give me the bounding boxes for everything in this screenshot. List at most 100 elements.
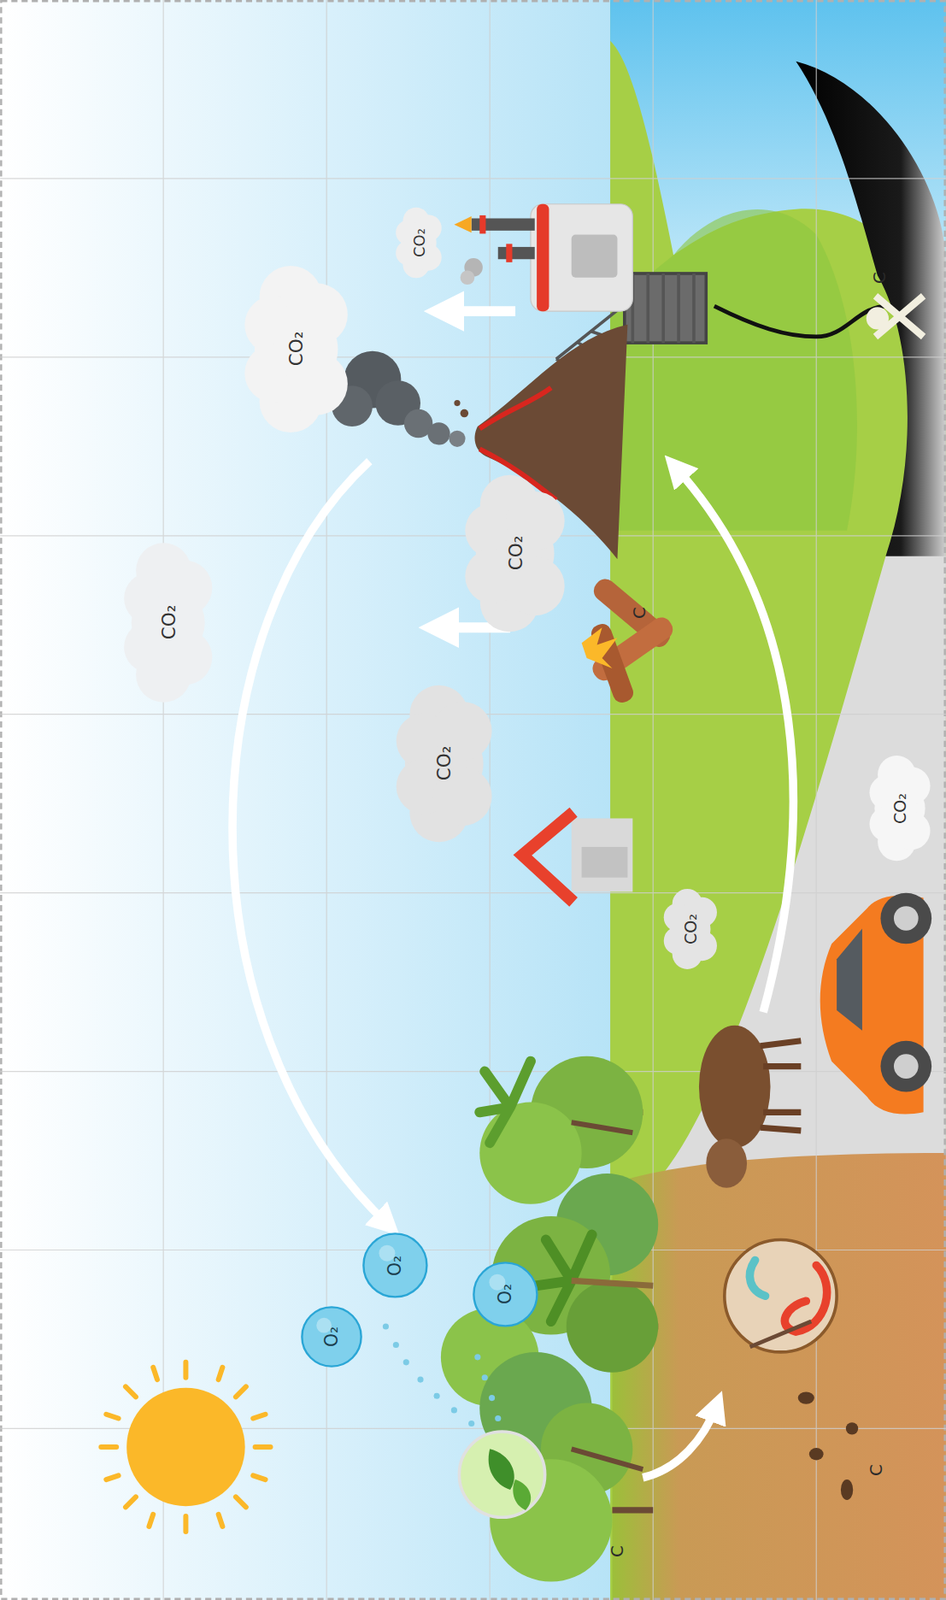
volcano-part xyxy=(453,399,460,406)
factory-part xyxy=(571,235,618,278)
factory-part xyxy=(498,246,535,259)
o2-bubble: O₂ xyxy=(299,1304,364,1369)
leaf-circle-part xyxy=(488,1448,515,1490)
trees xyxy=(440,1056,659,1582)
oxygen-dots-part xyxy=(393,1341,400,1348)
oil-rig-part xyxy=(632,273,694,343)
co2-cloud: CO₂ xyxy=(392,205,446,280)
co2-label: CO₂ xyxy=(409,228,428,258)
factory-part xyxy=(460,270,476,285)
trees-part xyxy=(571,1122,644,1469)
trees-part xyxy=(571,1280,654,1286)
oxygen-dots-part xyxy=(481,1374,488,1381)
soil-organisms-part xyxy=(750,1321,812,1347)
o2-label: O₂ xyxy=(494,1283,516,1305)
house-part xyxy=(581,846,629,878)
oxygen-dots-part xyxy=(488,1394,495,1401)
co2-label: CO₂ xyxy=(505,535,527,571)
house xyxy=(522,811,633,902)
puzzle-grid-part xyxy=(163,0,817,1600)
o2-label: O₂ xyxy=(384,1255,406,1276)
trees-part xyxy=(479,1101,582,1204)
soil-organisms-part xyxy=(798,1391,815,1404)
oxygen-dots-part xyxy=(403,1358,410,1365)
co2-cloud: CO₂ xyxy=(658,887,723,971)
soil-organisms-part xyxy=(724,1239,837,1352)
car-part xyxy=(880,893,932,945)
co2-cloud: CO₂ xyxy=(393,681,495,846)
oxygen-dots-part xyxy=(474,1353,481,1360)
leaf-circle xyxy=(458,1431,545,1517)
factory xyxy=(453,204,633,312)
carbon-mark: C xyxy=(865,1463,887,1476)
cycle-arrows-part xyxy=(232,461,388,1225)
car-part xyxy=(880,1040,932,1093)
volcano-part xyxy=(460,409,470,418)
cloud-puffs xyxy=(663,888,717,970)
background-part xyxy=(663,556,946,1174)
cloud-puffs xyxy=(395,685,492,842)
sun xyxy=(100,1362,271,1532)
cycle-arrows xyxy=(232,311,794,1478)
o2-label: O₂ xyxy=(321,1326,342,1347)
oil-rig-part xyxy=(714,305,888,337)
factory-part xyxy=(505,243,512,262)
cycle-arrows-part xyxy=(675,467,794,1013)
soil-organisms-part xyxy=(846,1421,858,1434)
carbon-mark: C xyxy=(869,271,890,284)
factory-part xyxy=(479,215,486,234)
trees-part xyxy=(535,1234,593,1322)
co2-label: CO₂ xyxy=(890,793,911,824)
cow-part xyxy=(699,1025,771,1148)
co2-label: CO₂ xyxy=(681,913,701,945)
car xyxy=(820,893,932,1115)
oxygen-dots xyxy=(382,1322,501,1427)
volcano xyxy=(331,324,628,560)
campfire xyxy=(581,575,677,706)
cloud-puffs xyxy=(465,475,565,632)
soil-organisms-part xyxy=(749,1259,765,1296)
cloud-puffs xyxy=(123,542,212,702)
background-part xyxy=(610,209,858,531)
oxygen-dots-part xyxy=(434,1392,441,1399)
background-part xyxy=(610,0,946,1600)
soil-organisms-part xyxy=(809,1447,824,1460)
factory-part xyxy=(453,216,471,233)
house-part xyxy=(522,811,574,902)
oxygen-dots-part xyxy=(494,1415,501,1422)
volcano-part xyxy=(427,422,450,445)
cow-part xyxy=(705,1138,747,1187)
cloud-puffs xyxy=(395,207,442,279)
co2-cloud: CO₂ xyxy=(868,752,932,864)
oxygen-dots-part xyxy=(451,1406,458,1413)
skull-symbol-part xyxy=(866,306,889,330)
factory-part xyxy=(536,204,549,312)
cloud-puffs xyxy=(869,755,931,861)
co2-cloud: CO₂ xyxy=(122,535,214,710)
house-part xyxy=(571,817,634,892)
leaf-circle-part xyxy=(458,1431,545,1517)
campfire-part xyxy=(581,627,618,669)
oil-rig-part xyxy=(624,273,707,343)
car-part xyxy=(893,1053,919,1079)
trees-part xyxy=(566,1280,659,1372)
o2-bubble: O₂ xyxy=(471,1260,540,1328)
car-part xyxy=(893,905,919,931)
sun-part xyxy=(100,1362,271,1532)
carbon-mark: C xyxy=(628,606,650,619)
cloud-puffs xyxy=(244,265,348,433)
car-part xyxy=(836,928,863,1030)
o2-bubble: O₂ xyxy=(361,1231,429,1299)
cow xyxy=(699,1025,801,1188)
oxygen-bubble xyxy=(363,1233,427,1298)
cycle-arrows-part xyxy=(642,1405,717,1478)
leaf-circle-part xyxy=(512,1479,531,1511)
co2-label: CO₂ xyxy=(158,605,180,641)
sun-part xyxy=(126,1387,245,1506)
oxygen-bubble xyxy=(301,1307,361,1367)
cow-part xyxy=(760,1040,802,1131)
